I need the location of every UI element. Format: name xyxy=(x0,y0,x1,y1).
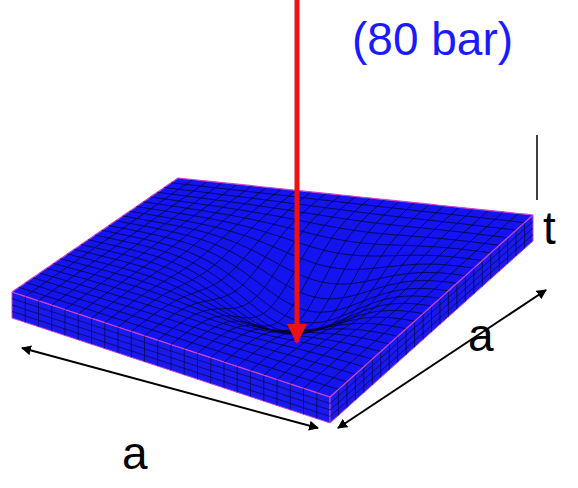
mesh-line xyxy=(303,388,304,414)
mesh-line xyxy=(130,211,474,269)
mesh-line xyxy=(171,345,172,371)
plate-top xyxy=(12,178,533,397)
mesh-line xyxy=(448,291,449,317)
mesh-line xyxy=(237,366,238,392)
mesh-line xyxy=(490,253,491,279)
dimension-label: a xyxy=(122,430,148,476)
mesh-line xyxy=(157,340,158,366)
plate-mesh xyxy=(12,178,533,423)
mesh-line xyxy=(516,230,517,256)
mesh-line xyxy=(346,382,347,408)
mesh-line xyxy=(143,202,490,253)
mesh-line xyxy=(316,393,317,419)
mesh-line xyxy=(330,215,533,397)
mesh-line xyxy=(25,296,26,322)
mesh-line xyxy=(164,188,516,231)
mesh-line xyxy=(95,235,432,330)
mesh-line xyxy=(197,353,198,379)
mesh-line xyxy=(198,200,386,354)
mesh-line xyxy=(431,306,432,332)
mesh-line xyxy=(78,314,79,340)
thickness-tick xyxy=(536,135,538,200)
mesh-line xyxy=(150,197,499,245)
mesh-line xyxy=(210,358,211,384)
mesh-line xyxy=(317,214,518,393)
mesh-line xyxy=(178,178,533,215)
load-label: (80 bar) xyxy=(352,16,513,62)
mesh-line xyxy=(456,283,457,309)
mesh-line xyxy=(251,206,445,371)
mesh-line xyxy=(51,305,52,331)
mesh-line xyxy=(406,329,407,355)
dimension-label: a xyxy=(468,312,494,358)
mesh-line xyxy=(290,384,291,410)
mesh-line xyxy=(224,203,415,362)
mesh-line xyxy=(91,318,92,344)
mesh-line xyxy=(131,192,311,332)
mesh-line xyxy=(304,212,504,388)
mesh-line xyxy=(118,190,296,327)
mesh-line xyxy=(338,389,339,415)
mesh-line xyxy=(507,238,508,264)
mesh-line xyxy=(473,268,474,294)
mesh-line xyxy=(499,245,500,271)
mesh-line xyxy=(380,352,381,378)
mesh-line xyxy=(389,344,390,370)
mesh-line xyxy=(88,240,423,333)
mesh-line xyxy=(263,375,264,401)
mesh-line xyxy=(482,261,483,287)
mesh-line xyxy=(171,183,524,223)
mesh-line xyxy=(116,221,457,299)
mesh-line xyxy=(131,331,132,357)
mesh-line xyxy=(250,371,251,397)
mesh-line xyxy=(423,314,424,340)
mesh-line xyxy=(439,298,440,324)
mesh-line xyxy=(465,276,466,302)
load-arrow xyxy=(295,0,300,342)
mesh-line xyxy=(363,367,364,393)
dimension-arrow xyxy=(22,348,318,428)
mesh-line xyxy=(109,226,449,313)
thickness-label: t xyxy=(543,205,556,251)
mesh-line xyxy=(144,336,145,362)
mesh-line xyxy=(524,223,525,249)
mesh-line xyxy=(355,374,356,400)
mesh-line xyxy=(277,380,278,406)
mesh-line xyxy=(397,336,398,362)
mesh-line xyxy=(224,362,225,388)
mesh-line xyxy=(184,349,185,375)
mesh-line xyxy=(104,323,105,349)
mesh-line xyxy=(65,310,66,336)
mesh-line xyxy=(264,207,459,375)
mesh-line xyxy=(38,301,39,327)
mesh-line xyxy=(33,278,356,375)
dimension-arrow xyxy=(338,290,546,428)
mesh-line xyxy=(414,321,415,347)
mesh-line xyxy=(290,210,488,384)
mesh-line xyxy=(372,359,373,385)
mesh-line xyxy=(123,216,466,284)
mesh-line xyxy=(74,249,406,332)
mesh-line xyxy=(237,204,429,366)
mesh-line xyxy=(118,327,119,353)
